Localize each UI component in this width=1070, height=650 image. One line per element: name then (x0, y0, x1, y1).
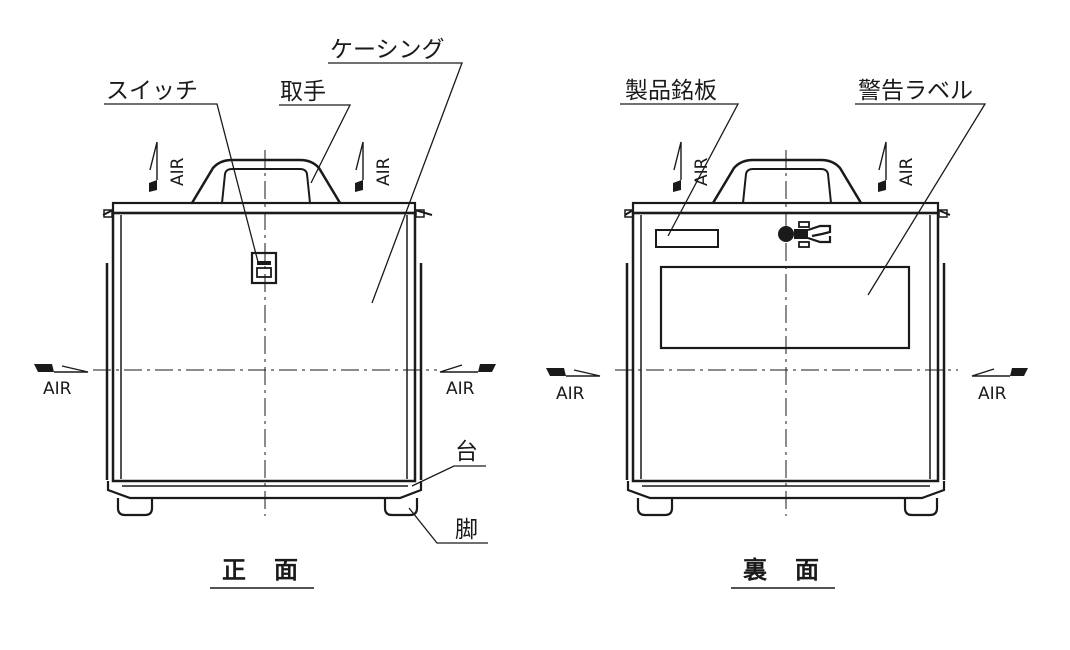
air-label: AIR (556, 384, 585, 404)
air-label: AIR (897, 157, 917, 186)
front-view: AIR AIR AIR AIR スイッチ 取手 (34, 37, 496, 589)
air-inlet-arrow-top-right: AIR (878, 141, 917, 192)
warning-label-panel (659, 265, 911, 350)
handle (711, 158, 863, 204)
callout-casing: ケーシング (328, 37, 463, 304)
rear-view: AIR AIR AIR AIR 製品銘板 警告ラベル (546, 78, 1028, 589)
air-label: AIR (978, 384, 1007, 404)
power-switch (250, 251, 278, 285)
air-label: AIR (374, 157, 394, 186)
air-outlet-arrow-right: AIR (971, 368, 1028, 404)
air-label: AIR (43, 379, 72, 399)
air-outlet-arrow-left: AIR (546, 368, 601, 404)
warning-label-text: 警告ラベル (858, 78, 973, 104)
front-centerlines (93, 150, 437, 516)
base-label: 台 (455, 439, 478, 465)
air-inlet-arrow-top-left: AIR (673, 141, 712, 192)
rear-view-title-text: 裏面 (742, 556, 847, 584)
switch-label: スイッチ (106, 78, 198, 104)
callout-switch: スイッチ (104, 78, 259, 263)
callout-feet: 脚 (408, 507, 488, 544)
air-inlet-arrow-top-left: AIR (149, 141, 188, 192)
rear-view-title: 裏面 (731, 556, 847, 589)
rear-centerlines (615, 150, 958, 516)
callout-nameplate: 製品銘板 (620, 78, 740, 237)
callout-handle: 取手 (279, 79, 352, 184)
power-cord-connector (778, 221, 832, 248)
feet (636, 498, 939, 517)
handle-label: 取手 (280, 79, 326, 105)
front-view-title-text: 正面 (222, 556, 326, 584)
callout-base: 台 (411, 439, 486, 487)
casing-body (105, 211, 423, 483)
air-outlet-arrow-right: AIR (439, 364, 496, 399)
front-view-title: 正面 (210, 556, 326, 589)
air-outlet-arrow-left: AIR (34, 364, 89, 399)
callout-warning-label: 警告ラベル (855, 78, 987, 296)
handle (190, 158, 342, 204)
air-label: AIR (446, 379, 475, 399)
top-plate (111, 201, 417, 215)
feet-label: 脚 (455, 517, 478, 543)
product-nameplate (655, 229, 719, 248)
casing-label: ケーシング (330, 37, 445, 63)
nameplate-label: 製品銘板 (625, 78, 717, 104)
feet (116, 498, 419, 517)
air-label: AIR (168, 157, 188, 186)
air-inlet-arrow-top-right: AIR (355, 141, 394, 192)
